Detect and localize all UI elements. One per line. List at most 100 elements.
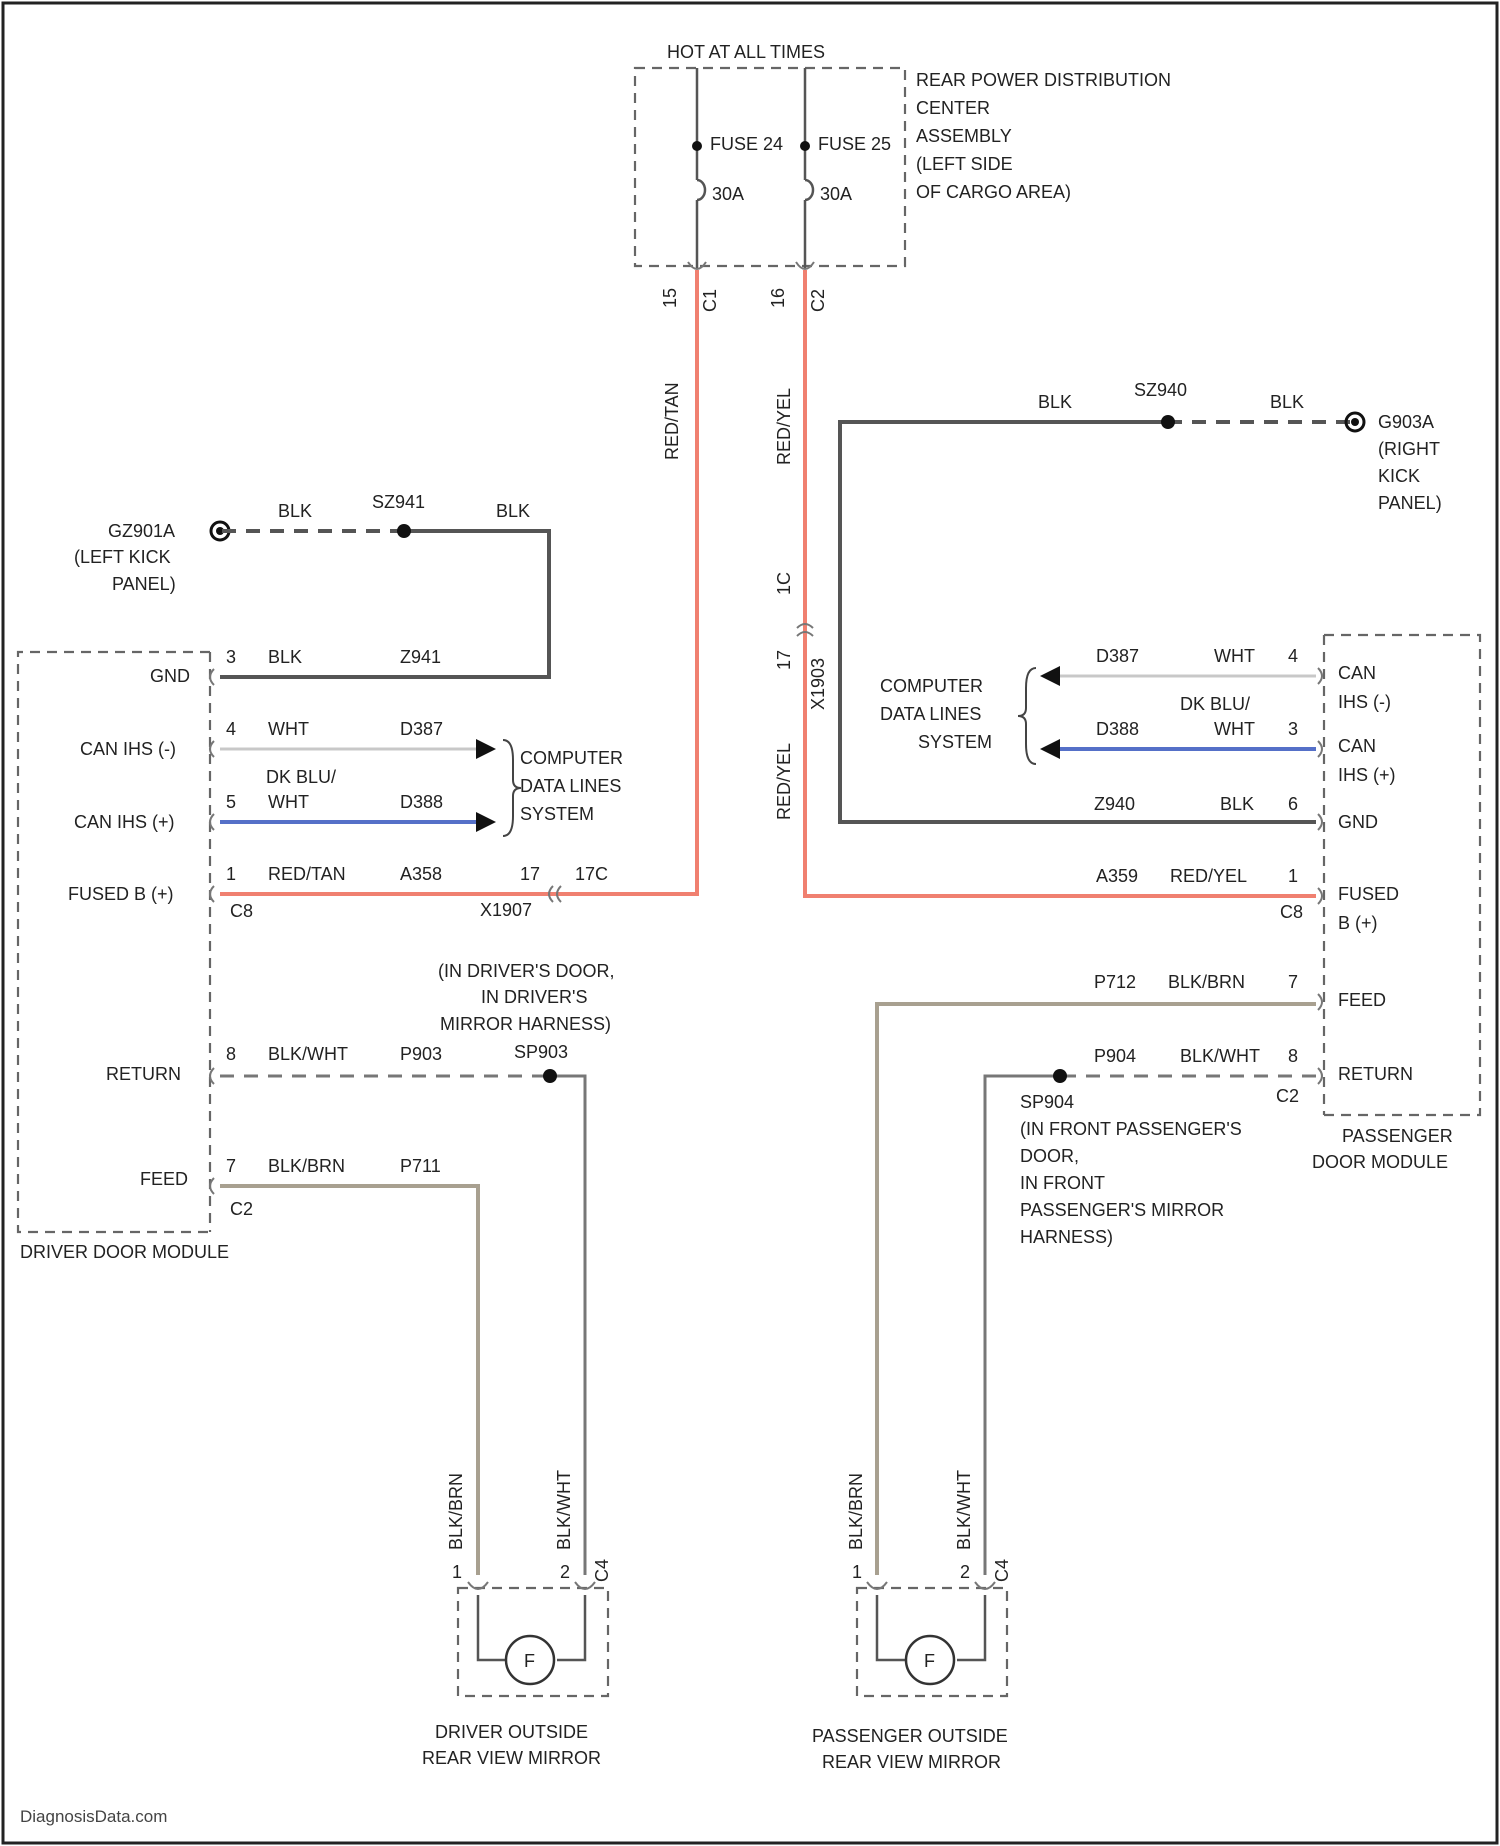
svg-text:8: 8 [226, 1044, 236, 1064]
driver-pin-gnd: GND 3 BLK Z941 [150, 647, 441, 686]
svg-text:BLK/WHT: BLK/WHT [1180, 1046, 1260, 1066]
svg-text:DRIVER DOOR MODULE: DRIVER DOOR MODULE [20, 1242, 229, 1262]
svg-text:FUSE 25: FUSE 25 [818, 134, 891, 154]
svg-text:C4: C4 [592, 1559, 612, 1582]
svg-text:CAN IHS (+): CAN IHS (+) [74, 812, 175, 832]
svg-text:2: 2 [960, 1562, 970, 1582]
svg-text:7: 7 [1288, 972, 1298, 992]
svg-text:FUSE 24: FUSE 24 [710, 134, 783, 154]
watermark: DiagnosisData.com [20, 1807, 167, 1826]
svg-text:RED/YEL: RED/YEL [1170, 866, 1247, 886]
svg-text:BLK: BLK [1270, 392, 1304, 412]
svg-text:HARNESS): HARNESS) [1020, 1227, 1113, 1247]
driver-data-lines-ref: COMPUTER DATA LINES SYSTEM [503, 740, 623, 836]
rpdc-label: REAR POWER DISTRIBUTION CENTER ASSEMBLY … [916, 70, 1171, 202]
svg-text:RETURN: RETURN [1338, 1064, 1413, 1084]
fuse-24: FUSE 24 30A 15 C1 [660, 68, 783, 312]
svg-text:WHT: WHT [268, 792, 309, 812]
svg-text:D388: D388 [1096, 719, 1139, 739]
svg-text:FUSED: FUSED [1338, 884, 1399, 904]
svg-text:REAR VIEW MIRROR: REAR VIEW MIRROR [422, 1748, 601, 1768]
svg-text:BLK/BRN: BLK/BRN [268, 1156, 345, 1176]
svg-text:(RIGHT: (RIGHT [1378, 439, 1440, 459]
svg-text:Z940: Z940 [1094, 794, 1135, 814]
svg-text:WHT: WHT [1214, 646, 1255, 666]
svg-text:PASSENGER: PASSENGER [1342, 1126, 1453, 1146]
svg-text:DRIVER OUTSIDE: DRIVER OUTSIDE [435, 1722, 588, 1742]
driver-pin-can-ihs-plus: CAN IHS (+) 5 DK BLU/ WHT D388 [74, 767, 496, 832]
svg-text:RETURN: RETURN [106, 1064, 181, 1084]
svg-text:GND: GND [150, 666, 190, 686]
svg-text:X1903: X1903 [808, 658, 828, 710]
wire-label-red-yel-upper: RED/YEL [774, 388, 794, 465]
svg-text:1: 1 [1288, 866, 1298, 886]
svg-text:1: 1 [452, 1562, 462, 1582]
svg-text:1C: 1C [774, 572, 794, 595]
svg-text:CENTER: CENTER [916, 98, 990, 118]
svg-text:PASSENGER'S MIRROR: PASSENGER'S MIRROR [1020, 1200, 1224, 1220]
svg-text:C2: C2 [808, 289, 828, 312]
right-ground-circuit: BLK SZ940 BLK [840, 380, 1353, 822]
svg-text:FUSED B (+): FUSED B (+) [68, 884, 174, 904]
svg-text:D388: D388 [400, 792, 443, 812]
svg-text:BLK/WHT: BLK/WHT [954, 1470, 974, 1550]
svg-text:SYSTEM: SYSTEM [918, 732, 992, 752]
svg-text:C8: C8 [1280, 902, 1303, 922]
svg-text:8: 8 [1288, 1046, 1298, 1066]
ground-gz901a: GZ901A (LEFT KICK PANEL) [74, 521, 229, 594]
svg-text:IN FRONT: IN FRONT [1020, 1173, 1105, 1193]
svg-text:4: 4 [1288, 646, 1298, 666]
driver-outside-mirror: F DRIVER OUTSIDE REAR VIEW MIRROR [422, 1582, 608, 1768]
splice-sp903 [543, 1069, 557, 1083]
svg-text:WHT: WHT [1214, 719, 1255, 739]
svg-text:BLK/BRN: BLK/BRN [1168, 972, 1245, 992]
svg-text:BLK: BLK [278, 501, 312, 521]
svg-text:Z941: Z941 [400, 647, 441, 667]
ground-g903a: G903A (RIGHT KICK PANEL) [1346, 412, 1442, 513]
svg-text:(IN FRONT PASSENGER'S: (IN FRONT PASSENGER'S [1020, 1119, 1242, 1139]
svg-text:P903: P903 [400, 1044, 442, 1064]
splice-sp904-label: SP904 (IN FRONT PASSENGER'S DOOR, IN FRO… [1020, 1092, 1242, 1247]
svg-text:MIRROR HARNESS): MIRROR HARNESS) [440, 1014, 611, 1034]
driver-mirror-wiring-labels: BLK/BRN BLK/WHT 1 2 C4 [446, 1470, 612, 1582]
svg-text:4: 4 [226, 719, 236, 739]
wire-label-red-yel-lower: RED/YEL [774, 743, 794, 820]
svg-text:WHT: WHT [268, 719, 309, 739]
svg-text:C2: C2 [230, 1199, 253, 1219]
splice-sp904 [1053, 1069, 1067, 1083]
svg-text:D387: D387 [1096, 646, 1139, 666]
svg-text:C8: C8 [230, 901, 253, 921]
svg-text:7: 7 [226, 1156, 236, 1176]
svg-text:1: 1 [852, 1562, 862, 1582]
svg-text:3: 3 [226, 647, 236, 667]
svg-text:DATA LINES: DATA LINES [880, 704, 981, 724]
svg-text:P712: P712 [1094, 972, 1136, 992]
svg-text:BLK: BLK [496, 501, 530, 521]
svg-text:BLK/WHT: BLK/WHT [268, 1044, 348, 1064]
svg-text:KICK: KICK [1378, 466, 1420, 486]
svg-text:PASSENGER OUTSIDE: PASSENGER OUTSIDE [812, 1726, 1008, 1746]
svg-text:OF CARGO AREA): OF CARGO AREA) [916, 182, 1071, 202]
svg-text:DOOR MODULE: DOOR MODULE [1312, 1152, 1448, 1172]
svg-text:ASSEMBLY: ASSEMBLY [916, 126, 1012, 146]
svg-text:17C: 17C [575, 864, 608, 884]
svg-text:SZ941: SZ941 [372, 492, 425, 512]
svg-text:C4: C4 [992, 1559, 1012, 1582]
svg-text:X1907: X1907 [480, 900, 532, 920]
svg-text:B (+): B (+) [1338, 913, 1378, 933]
svg-text:P904: P904 [1094, 1046, 1136, 1066]
diagram-frame [3, 3, 1497, 1843]
svg-text:SP903: SP903 [514, 1042, 568, 1062]
svg-text:17: 17 [774, 650, 794, 670]
svg-text:BLK/BRN: BLK/BRN [846, 1473, 866, 1550]
splice-sp903-label: (IN DRIVER'S DOOR, IN DRIVER'S MIRROR HA… [438, 961, 614, 1062]
svg-text:FEED: FEED [140, 1169, 188, 1189]
svg-text:BLK: BLK [1220, 794, 1254, 814]
wire-label-red-tan: RED/TAN [662, 382, 682, 460]
svg-text:BLK/WHT: BLK/WHT [554, 1470, 574, 1550]
svg-text:SYSTEM: SYSTEM [520, 804, 594, 824]
passenger-outside-mirror: F PASSENGER OUTSIDE REAR VIEW MIRROR [812, 1582, 1008, 1772]
svg-text:BLK: BLK [268, 647, 302, 667]
svg-text:CAN: CAN [1338, 736, 1376, 756]
svg-text:3: 3 [1288, 719, 1298, 739]
